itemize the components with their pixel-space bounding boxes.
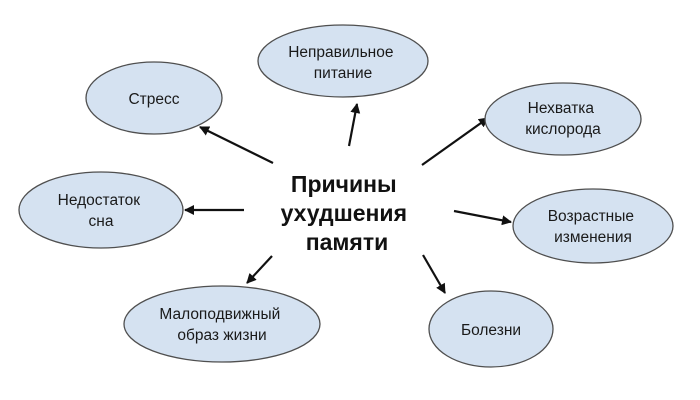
node-age-changes-label: Возрастные изменения [548, 208, 639, 246]
node-sleep-deficiency: Недостаток сна [18, 171, 184, 249]
svg-text:Причины ухудшения: Причины ухудшения памяти [281, 171, 414, 255]
central-title-line-2: ухудшения [281, 200, 407, 226]
arrow-to-diseases [422, 254, 446, 294]
node-sedentary-lifestyle-label: Малоподвижный образ жизни [159, 306, 284, 344]
node-age-changes: Возрастные изменения [512, 188, 674, 264]
node-diseases-label: Болезни [461, 322, 521, 339]
arrow-to-age-changes [453, 209, 512, 226]
central-topic: Причины ухудшения памяти [281, 171, 414, 255]
node-diseases: Болезни [428, 290, 554, 368]
arrow-to-oxygen-deficiency [421, 117, 489, 166]
node-sleep-deficiency-label: Недостаток сна [58, 192, 145, 230]
node-oxygen-deficiency-label: Нехватка кислорода [525, 100, 601, 138]
arrows-group [184, 103, 512, 294]
arrow-to-stress [199, 126, 274, 164]
node-stress: Стресс [85, 61, 223, 135]
node-poor-nutrition-label: Неправильное питание [288, 44, 398, 82]
central-title-line-1: Причины [291, 171, 397, 197]
arrow-to-sedentary-lifestyle [246, 255, 273, 284]
node-sedentary-lifestyle: Малоподвижный образ жизни [123, 285, 321, 363]
central-title-line-3: памяти [306, 229, 389, 255]
node-stress-label: Стресс [128, 91, 179, 108]
node-poor-nutrition: Неправильное питание [257, 24, 429, 98]
node-oxygen-deficiency: Нехватка кислорода [484, 82, 642, 156]
arrow-to-poor-nutrition [347, 103, 361, 147]
